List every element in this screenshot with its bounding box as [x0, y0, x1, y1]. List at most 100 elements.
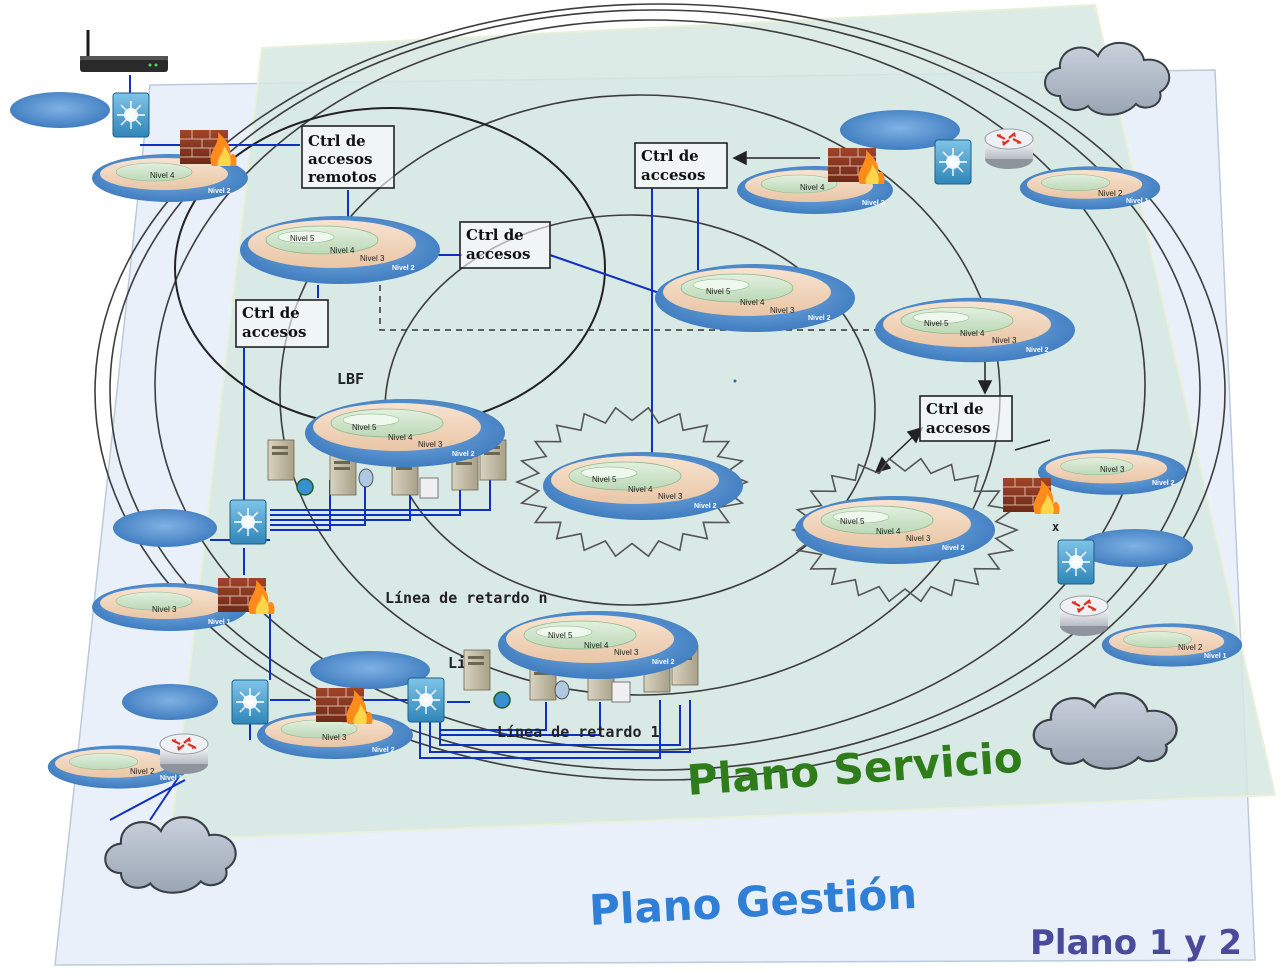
svg-text:Nivel 4: Nivel 4	[584, 641, 609, 650]
domain-ellipse-servers-lower: Nivel 5 Nivel 4 Nivel 3 Nivel 2	[497, 610, 699, 680]
svg-text:Nivel 4: Nivel 4	[628, 485, 653, 494]
domain-ellipse-burst-center: Nivel 5 Nivel 4 Nivel 3 Nivel 2	[542, 451, 744, 521]
svg-text:Ctrl de: Ctrl de	[308, 132, 366, 150]
svg-text:Nivel 2: Nivel 2	[1026, 347, 1049, 354]
wireless-router-icon	[80, 30, 168, 72]
svg-text:Nivel 5: Nivel 5	[840, 517, 865, 526]
svg-text:Nivel 1: Nivel 1	[1204, 653, 1227, 660]
delay-line-rings	[94, 3, 1226, 781]
router-icon	[158, 732, 210, 776]
svg-text:Nivel 3: Nivel 3	[770, 306, 795, 315]
svg-text:Ctrl de: Ctrl de	[926, 400, 984, 418]
svg-text:Nivel 2: Nivel 2	[1098, 189, 1123, 198]
svg-text:Nivel 1: Nivel 1	[1126, 198, 1149, 205]
server-cluster-lower	[463, 644, 699, 709]
svg-text:Nivel 4: Nivel 4	[960, 329, 985, 338]
svg-text:Nivel 5: Nivel 5	[352, 423, 377, 432]
svg-text:Nivel 2: Nivel 2	[808, 315, 831, 322]
router-icon	[983, 127, 1035, 171]
svg-text:accesos: accesos	[641, 166, 705, 184]
svg-text:Nivel 3: Nivel 3	[418, 440, 443, 449]
domain-small-bottom-left: Nivel 2 Nivel 1	[47, 745, 189, 789]
svg-text:accesos: accesos	[242, 323, 306, 341]
svg-text:Nivel 3: Nivel 3	[658, 492, 683, 501]
ctrl-remotos-box: Ctrl de accesos remotos	[301, 125, 395, 189]
svg-text:Nivel 5: Nivel 5	[706, 287, 731, 296]
svg-text:Nivel 2: Nivel 2	[208, 188, 231, 195]
domain-small-far-right: Nivel 2 Nivel 1	[1019, 166, 1161, 210]
switch-icon	[231, 679, 269, 725]
domain-ellipse-servers-upper: Nivel 5 Nivel 4 Nivel 3 Nivel 2	[304, 398, 506, 468]
domain-small-bottom-left-mid: Nivel 3 Nivel 2	[256, 710, 414, 760]
svg-text:Nivel 3: Nivel 3	[992, 336, 1017, 345]
svg-text:Nivel 4: Nivel 4	[740, 298, 765, 307]
dashed-link	[379, 285, 880, 331]
svg-text:accesos: accesos	[308, 150, 372, 168]
svg-text:Nivel 1: Nivel 1	[160, 775, 183, 782]
svg-text:Nivel 5: Nivel 5	[592, 475, 617, 484]
svg-text:Nivel 2: Nivel 2	[652, 659, 675, 666]
svg-text:Nivel 3: Nivel 3	[1100, 465, 1125, 474]
svg-text:Nivel 4: Nivel 4	[388, 433, 413, 442]
svg-text:Nivel 4: Nivel 4	[800, 183, 825, 192]
svg-text:Nivel 4: Nivel 4	[876, 527, 901, 536]
svg-text:Nivel 4: Nivel 4	[330, 246, 355, 255]
svg-text:accesos: accesos	[926, 419, 990, 437]
starburst-center	[514, 406, 750, 558]
server-cluster-upper	[267, 439, 507, 499]
domain-ellipse-burst-right: Nivel 5 Nivel 4 Nivel 3 Nivel 2	[794, 495, 996, 565]
arrows	[732, 150, 1051, 474]
li-fragment-label: Li	[448, 654, 466, 672]
domain-small-right-middle: Nivel 3 Nivel 2	[1037, 448, 1187, 496]
svg-text:Nivel 5: Nivel 5	[924, 319, 949, 328]
svg-text:Nivel 2: Nivel 2	[862, 200, 885, 207]
svg-text:Nivel 4: Nivel 4	[150, 171, 175, 180]
svg-text:Nivel 3: Nivel 3	[360, 254, 385, 263]
svg-text:Ctrl de: Ctrl de	[466, 226, 524, 244]
svg-text:Ctrl de: Ctrl de	[242, 304, 300, 322]
svg-text:accesos: accesos	[466, 245, 530, 263]
linea-retardo-n-label: Línea de retardo n	[385, 589, 548, 607]
svg-text:Nivel 2: Nivel 2	[130, 767, 155, 776]
svg-text:Nivel 2: Nivel 2	[452, 451, 475, 458]
domain-small-left-middle: Nivel 3 Nivel 1	[91, 582, 249, 632]
svg-text:Nivel 2: Nivel 2	[1178, 643, 1203, 652]
domain-small-top-left: Nivel 4 Nivel 2	[91, 153, 249, 203]
svg-text:Nivel 3: Nivel 3	[322, 733, 347, 742]
svg-text:Nivel 1: Nivel 1	[208, 619, 231, 626]
switch-icon	[407, 677, 445, 723]
router-icon	[1058, 594, 1110, 638]
svg-text:Nivel 3: Nivel 3	[614, 648, 639, 657]
x-mark-label: x	[1052, 520, 1059, 534]
domain-small-top-right: Nivel 4 Nivel 2	[736, 165, 894, 215]
switch-icon	[112, 92, 150, 138]
svg-text:Nivel 2: Nivel 2	[372, 747, 395, 754]
svg-text:remotos: remotos	[308, 168, 377, 186]
ctrl-accesos-box-middle: Ctrl de accesos	[459, 221, 551, 269]
svg-text:Nivel 2: Nivel 2	[1152, 480, 1175, 487]
domain-ellipse-lbf: Nivel 5 Nivel 4 Nivel 3 Nivel 2	[239, 215, 441, 285]
svg-text:Nivel 2: Nivel 2	[392, 265, 415, 272]
domain-ellipse-right: Nivel 5 Nivel 4 Nivel 3 Nivel 2	[874, 297, 1076, 363]
cloud-icon	[1044, 41, 1171, 116]
switch-icon	[229, 499, 267, 545]
svg-text:Ctrl de: Ctrl de	[641, 147, 699, 165]
domain-small-right-lower: Nivel 2 Nivel 1	[1101, 623, 1243, 667]
svg-text:Nivel 2: Nivel 2	[694, 503, 717, 510]
domain-ellipse-mid-right: Nivel 5 Nivel 4 Nivel 3 Nivel 2	[654, 263, 856, 333]
switch-icon	[934, 139, 972, 185]
starburst-right	[790, 457, 1020, 603]
svg-text:Nivel 3: Nivel 3	[906, 534, 931, 543]
svg-text:Nivel 5: Nivel 5	[290, 234, 315, 243]
lbf-label: LBF	[337, 370, 364, 388]
ctrl-accesos-box-top-right: Ctrl de accesos	[634, 142, 728, 189]
linea-retardo-1-label: Línea de retardo 1	[497, 723, 660, 741]
svg-text:Nivel 5: Nivel 5	[548, 631, 573, 640]
svg-text:Nivel 3: Nivel 3	[152, 605, 177, 614]
nivel1-ellipses	[10, 92, 1193, 720]
switch-icon	[1057, 539, 1095, 585]
svg-text:Nivel 2: Nivel 2	[942, 545, 965, 552]
ctrl-accesos-box-left: Ctrl de accesos	[235, 299, 329, 348]
ctrl-accesos-box-right: Ctrl de accesos	[919, 395, 1013, 442]
